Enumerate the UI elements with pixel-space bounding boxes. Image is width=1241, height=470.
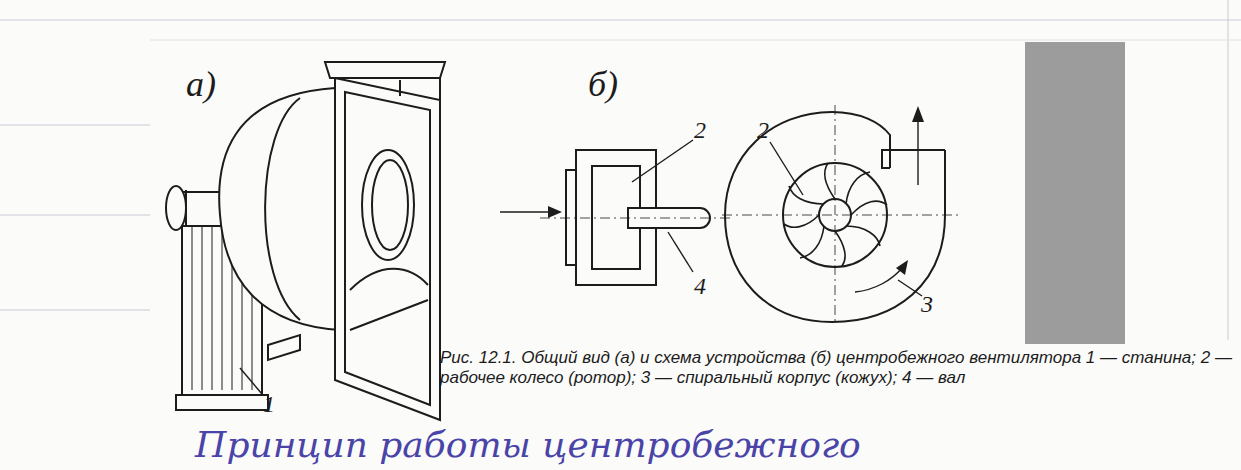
grey-band xyxy=(1025,42,1125,344)
fan-side-schema xyxy=(500,140,730,285)
callout-number: 4 xyxy=(694,274,706,298)
callout-number: 1 xyxy=(263,392,275,416)
callout-number: 3 xyxy=(921,292,933,316)
panel-letter: а) xyxy=(186,66,216,102)
handwritten-note: Принцип работы центробежного xyxy=(195,426,861,464)
spiral-casing xyxy=(722,105,958,325)
fan-general-view xyxy=(166,62,445,420)
grey-band-tone xyxy=(1025,42,1125,344)
callout-number: 2 xyxy=(694,118,706,142)
panel-letter: б) xyxy=(588,66,618,102)
callout-number: 2 xyxy=(757,118,769,142)
figure-caption: Рис. 12.1. Общий вид (а) и схема устройс… xyxy=(440,348,1238,388)
